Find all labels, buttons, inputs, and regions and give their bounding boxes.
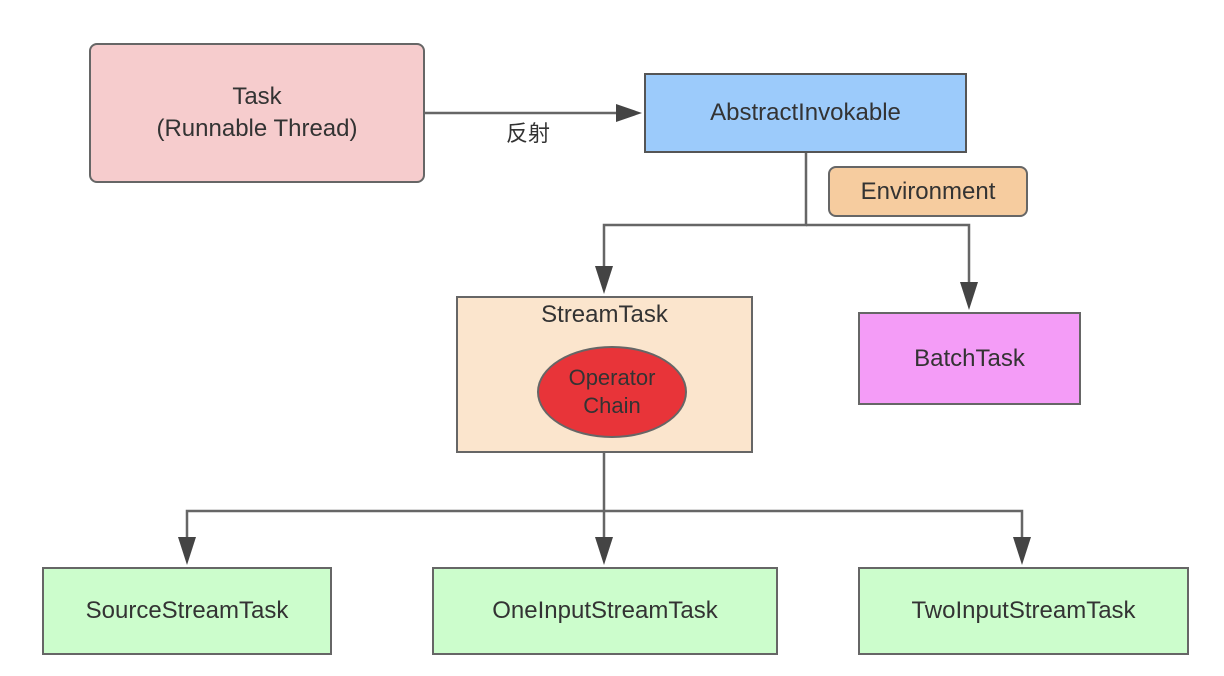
arrow-head-abstract — [616, 104, 642, 122]
arrow-head-source — [178, 537, 196, 565]
task-node: Task (Runnable Thread) — [89, 43, 425, 183]
arrow-head-stream — [595, 266, 613, 294]
task-node-subtitle: (Runnable Thread) — [156, 115, 358, 142]
reflection-edge-label: 反射 — [506, 122, 551, 147]
one-input-stream-task-label: OneInputStreamTask — [492, 597, 718, 624]
batch-task-node: BatchTask — [858, 312, 1081, 405]
operator-chain-line1: Operator — [568, 365, 656, 390]
source-stream-task-node: SourceStreamTask — [42, 567, 332, 655]
environment-node: Environment — [828, 166, 1028, 217]
edge-stream-to-source — [185, 509, 604, 541]
two-input-stream-task-label: TwoInputStreamTask — [911, 597, 1136, 624]
edge-abstract-to-stream — [602, 153, 808, 270]
arrow-head-oneinput — [595, 537, 613, 565]
operator-chain-node: Operator Chain — [537, 346, 687, 438]
environment-label: Environment — [860, 177, 996, 205]
stream-task-label: StreamTask — [541, 301, 668, 328]
two-input-stream-task-node: TwoInputStreamTask — [858, 567, 1189, 655]
one-input-stream-task-node: OneInputStreamTask — [432, 567, 778, 655]
batch-task-label: BatchTask — [914, 344, 1025, 372]
edge-abstract-to-batch — [806, 223, 971, 286]
stream-task-node: StreamTask Operator Chain — [456, 296, 753, 453]
abstract-invokable-label: AbstractInvokable — [710, 99, 901, 126]
operator-chain-line2: Chain — [583, 393, 641, 418]
task-node-title: Task — [232, 83, 282, 110]
arrow-head-batch — [960, 282, 978, 310]
arrow-head-twoinput — [1013, 537, 1031, 565]
abstract-invokable-node: AbstractInvokable — [644, 73, 967, 153]
edge-stream-to-twoinput — [604, 509, 1024, 541]
source-stream-task-label: SourceStreamTask — [85, 597, 289, 624]
